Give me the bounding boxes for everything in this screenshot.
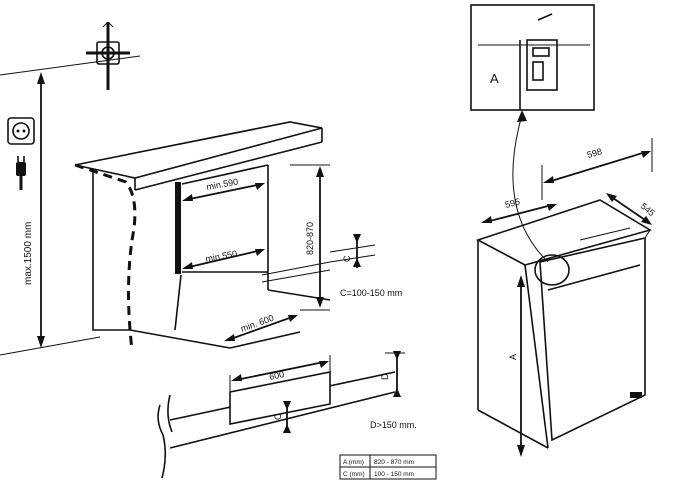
power-plug-icon [16,156,26,190]
dim-min590: min.590 [182,177,265,201]
table-row-2-param: C (mm) [343,471,365,478]
table-row-2-value: 100 - 150 mm [374,471,414,478]
spec-table: A (mm) 820 - 870 mm C (mm) 100 - 150 mm [339,454,437,480]
a-letter: A [508,354,518,360]
d-letter: D [380,373,390,380]
max-height-dimension: max.1500 mm [23,72,45,348]
w595-label: 595 [504,196,521,210]
h820-label: 820-870 [305,222,315,255]
detail-callout [512,110,570,286]
dim-a: A [508,275,525,457]
wall-socket-icon [7,117,35,145]
wall-floor-lines [0,55,141,356]
plinth-detail: 600 C D D>150 mm. [157,351,417,479]
dim-595: 595 [481,196,557,223]
detail-label-a: A [490,71,499,86]
table-row-1-param: A (mm) [343,459,364,466]
c-letter-top: C [342,255,352,262]
max-height-label: max.1500 mm [23,222,34,285]
w545-label: 545 [639,201,657,218]
dim-598: 598 [541,138,653,200]
countertop [74,121,323,191]
c-value-label: C=100-150 mm [340,288,402,298]
dim-c: C C=100-150 mm [340,234,402,298]
table-row-1-value: 820 - 870 mm [374,459,414,466]
detail-inset: A [470,4,595,111]
dim-min600: min. 600 [224,313,298,341]
dim-820-870: 820-870 [290,164,330,311]
w600-label: 600 [268,369,285,382]
fridge-body [475,199,653,449]
d-value-label: D>150 mm. [370,420,417,430]
w598-label: 598 [586,146,603,160]
water-valve-icon [86,21,130,90]
min600-label: min. 600 [239,313,275,334]
min550-label: min.550 [205,249,238,264]
dim-min550: min.550 [182,249,265,269]
c-letter-bottom: C [273,413,283,420]
